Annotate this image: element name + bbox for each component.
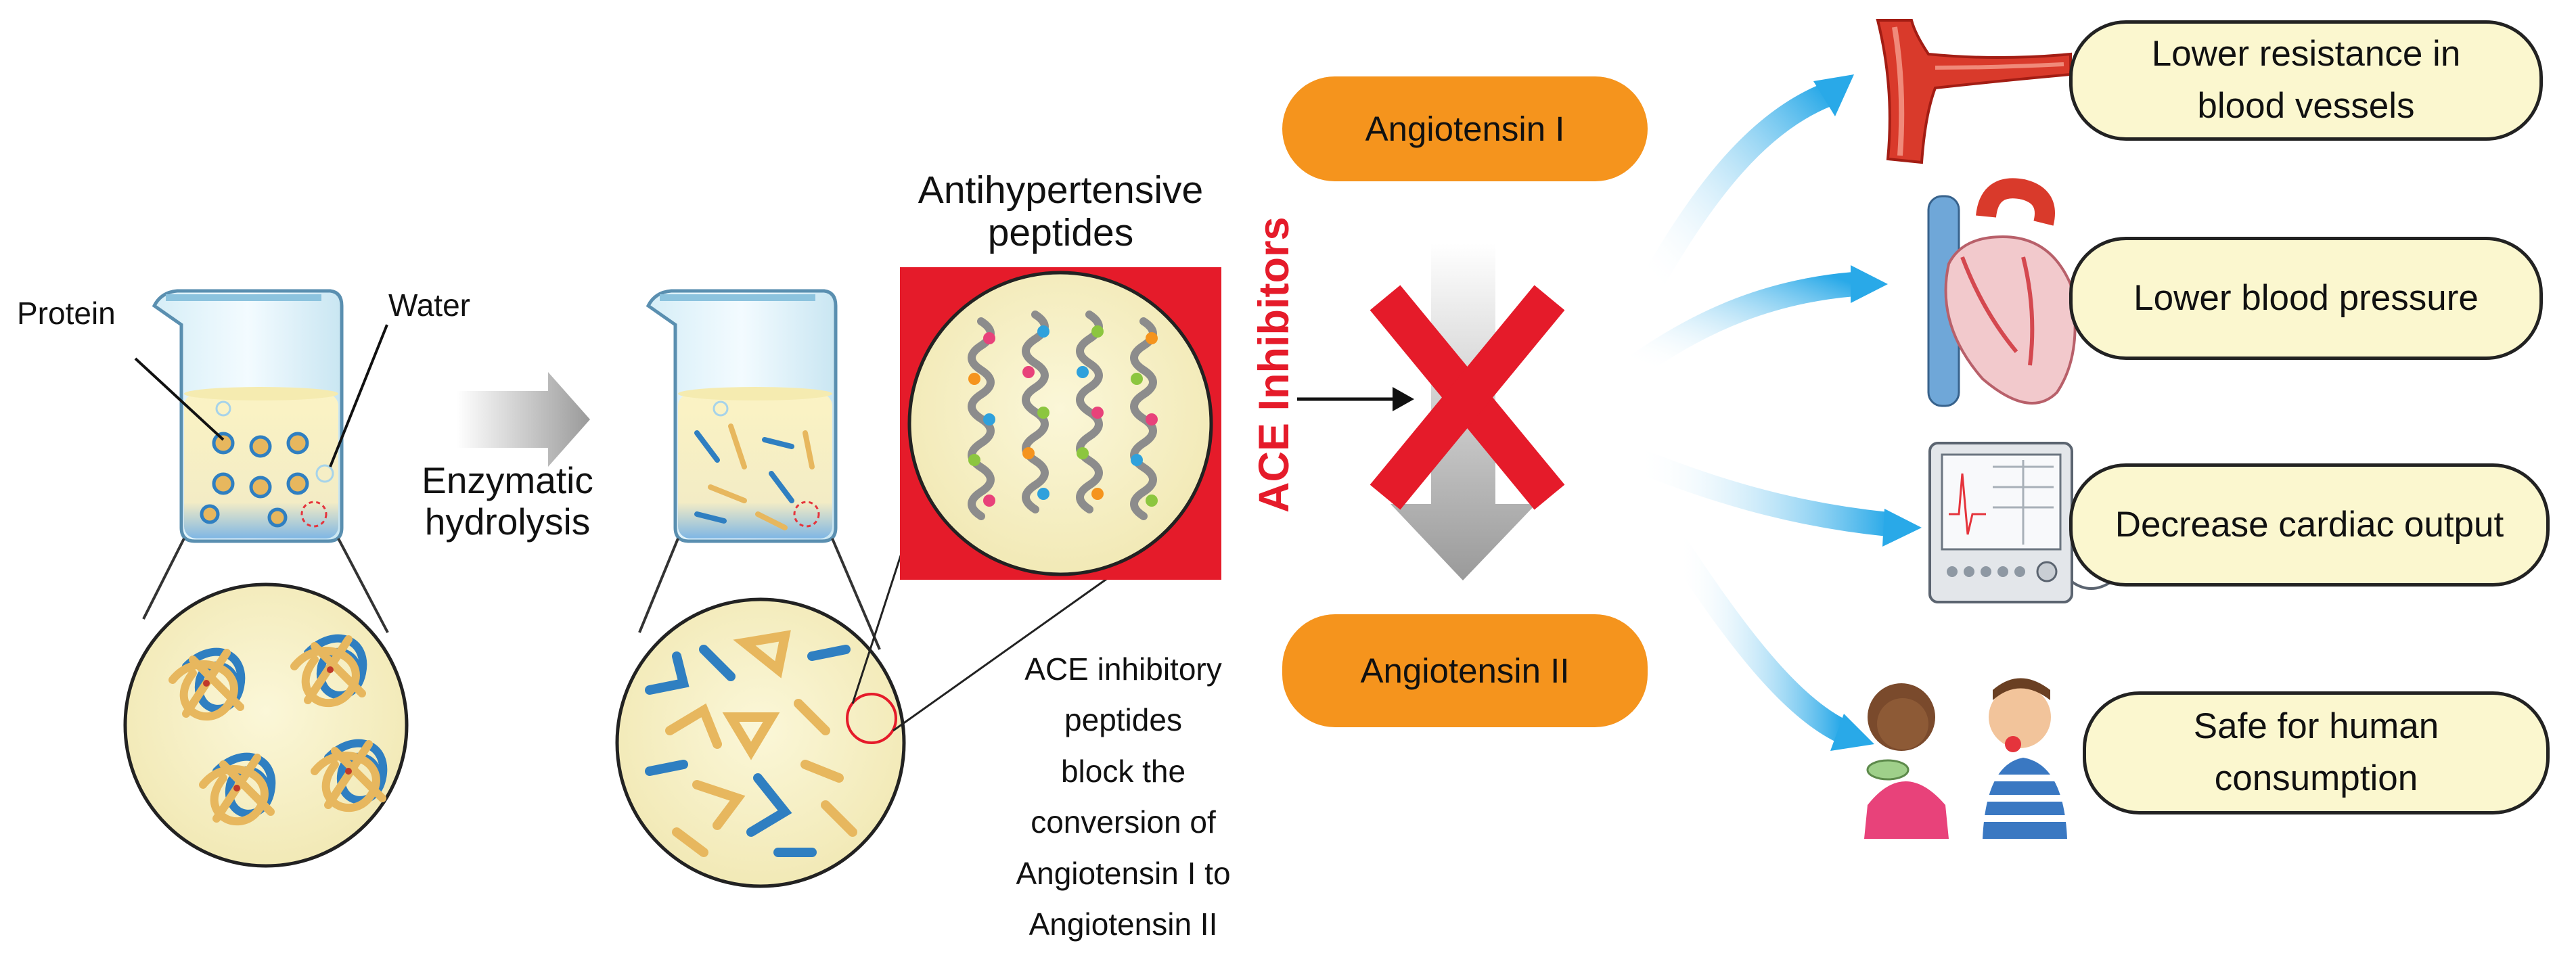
- beaker-hydrolyzed-icon: [646, 289, 838, 543]
- ace-inhibitors-label: ACE Inhibitors: [1250, 216, 1298, 513]
- angiotensin-2-node: Angiotensin II: [1282, 614, 1648, 727]
- note-line-2: peptides: [1064, 702, 1182, 738]
- effect-safe-consumption-line-2: consumption: [2214, 758, 2418, 798]
- water-label: Water: [388, 288, 470, 323]
- effect-lower-resistance-line-1: Lower resistance in: [2151, 34, 2461, 74]
- inhibit-arrow: [1297, 387, 1414, 411]
- antihypertensive-line-1: Antihypertensive: [918, 168, 1204, 212]
- enzymatic-line-1: Enzymatic: [422, 459, 593, 501]
- protein-zoom-circle: [123, 582, 409, 868]
- note-line-4: conversion of: [1031, 804, 1216, 840]
- antihypertensive-line-2: peptides: [987, 210, 1134, 254]
- protein-pointer: [134, 357, 225, 441]
- effect-lower-resistance-line-2: blood vessels: [2197, 86, 2415, 126]
- effect-lower-blood-pressure-text: Lower blood pressure: [2133, 277, 2479, 318]
- heart-icon: [1927, 178, 2077, 407]
- enzymatic-hydrolysis-label: Enzymatic hydrolysis: [399, 460, 616, 542]
- peptide-chain-panel: [900, 267, 1221, 580]
- water-pointer: [329, 324, 388, 467]
- beaker-protein-icon: [152, 289, 344, 543]
- people-eating-icon: [1864, 678, 2067, 839]
- cardiac-monitor-icon: [1928, 442, 2112, 603]
- hydrolysis-arrow: [457, 372, 590, 467]
- note-line-3: block the: [1060, 753, 1186, 789]
- effect-lower-resistance: Lower resistance in blood vessels: [2069, 20, 2543, 141]
- effect-decrease-cardiac-output-text: Decrease cardiac output: [2115, 504, 2504, 545]
- ace-inhibitory-note: ACE inhibitory peptides block the conver…: [974, 644, 1272, 950]
- angiotensin-1-node: Angiotensin I: [1282, 76, 1648, 181]
- blood-vessel-icon: [1876, 19, 2072, 164]
- block-x-icon: [1370, 285, 1565, 510]
- effect-safe-consumption: Safe for human consumption: [2083, 691, 2550, 814]
- effect-safe-consumption-line-1: Safe for human: [2193, 706, 2439, 747]
- note-line-5: Angiotensin I to: [1016, 855, 1231, 891]
- note-line-6: Angiotensin II: [1029, 906, 1218, 942]
- peptide-zoom-circle: [615, 597, 906, 888]
- effect-arrows: [1625, 74, 1922, 751]
- antihypertensive-label: Antihypertensive peptides: [859, 169, 1262, 254]
- enzymatic-line-2: hydrolysis: [424, 500, 591, 543]
- effect-lower-blood-pressure: Lower blood pressure: [2069, 237, 2543, 360]
- effect-decrease-cardiac-output: Decrease cardiac output: [2069, 463, 2550, 587]
- protein-label: Protein: [17, 296, 116, 331]
- note-line-1: ACE inhibitory: [1024, 651, 1222, 687]
